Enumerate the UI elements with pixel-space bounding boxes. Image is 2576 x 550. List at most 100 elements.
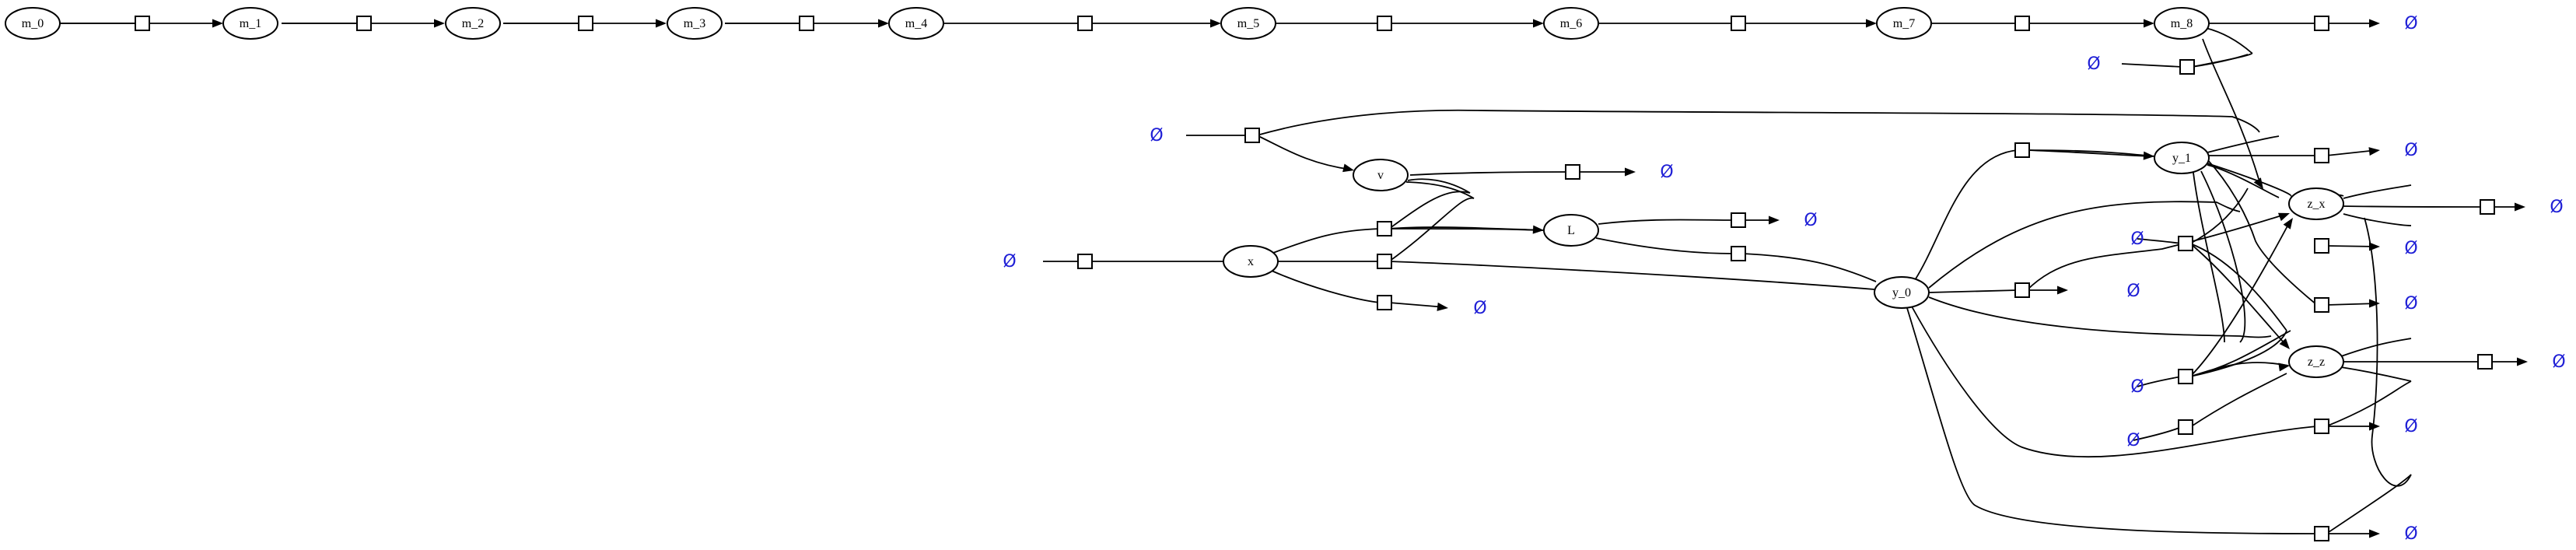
arrowhead (1437, 302, 1448, 311)
node-label: m_0 (22, 17, 44, 30)
arrowhead (2369, 19, 2380, 28)
node-m-7: m_7 (1876, 7, 1932, 40)
node-ellipse (2154, 142, 2210, 174)
edge (2189, 243, 2287, 331)
empty-set-symbol: Ø (1150, 126, 1163, 145)
edge (2026, 149, 2152, 157)
edge (2189, 373, 2287, 428)
node-m-2: m_2 (445, 7, 501, 40)
factor-box (2314, 148, 2329, 163)
edge (2326, 245, 2378, 247)
node-label: m_3 (684, 17, 705, 30)
edge (1388, 228, 1542, 231)
edge (2189, 187, 2249, 244)
factor-box (1731, 246, 1746, 261)
edge (1595, 237, 1734, 254)
edge (1906, 307, 2318, 534)
factor-box (2178, 419, 2193, 435)
node-m-4: m_4 (888, 7, 944, 40)
empty-set-symbol: Ø (2126, 282, 2140, 301)
node-ellipse (1220, 7, 1276, 40)
empty-set-symbol: Ø (1660, 163, 1673, 182)
empty-set-symbol: Ø (2404, 294, 2417, 314)
node-m-1: m_1 (222, 7, 278, 40)
factor-box (1244, 128, 1260, 143)
factor-box (799, 16, 814, 31)
factor-box (2014, 142, 2030, 158)
edge (1598, 219, 1734, 225)
factor-box (2178, 369, 2193, 384)
factor-box (1377, 221, 1392, 236)
factor-box (578, 16, 593, 31)
edge (1256, 109, 2260, 136)
node-label: y_0 (1892, 286, 1911, 300)
node-ellipse (2288, 187, 2344, 220)
arrowhead (2143, 151, 2154, 160)
arrowhead (212, 19, 223, 28)
node-z-x: z_x (2288, 187, 2344, 220)
factor-box (2314, 297, 2329, 313)
edge (1928, 289, 2018, 293)
edge (2340, 366, 2412, 382)
empty-set-symbol: Ø (2550, 198, 2563, 217)
node-label: m_2 (462, 17, 484, 30)
empty-set-symbol: Ø (2404, 417, 2417, 436)
arrowhead (2369, 529, 2380, 538)
arrowhead (2144, 19, 2154, 28)
arrowhead (2253, 177, 2263, 189)
node-ellipse (222, 7, 278, 40)
factor-box (1077, 16, 1093, 31)
edge (2202, 38, 2259, 180)
node-z-z: z_z (2288, 345, 2344, 378)
empty-set-symbol: Ø (2130, 377, 2144, 397)
node-m-0: m_0 (5, 7, 61, 40)
factor-box (1077, 254, 1093, 269)
node-label: m_4 (905, 17, 927, 30)
node-ellipse (1543, 7, 1599, 40)
arrowhead (2057, 286, 2068, 295)
arrowhead (1866, 19, 1877, 28)
edge (2189, 330, 2291, 377)
arrowhead (656, 19, 667, 28)
empty-set-symbol: Ø (2404, 239, 2417, 258)
node-label: x (1248, 255, 1254, 268)
arrowhead (1769, 215, 1780, 225)
empty-set-symbol: Ø (2130, 229, 2144, 249)
node-label: z_z (2308, 356, 2325, 369)
arrowhead (2368, 147, 2380, 156)
factor-box (2314, 238, 2329, 254)
arrowhead (2369, 299, 2380, 308)
node-label: m_7 (1893, 17, 1915, 30)
edge-layer (60, 19, 2528, 538)
edge (2207, 164, 2280, 198)
node-label: m_5 (1237, 17, 1259, 30)
arrowhead (2278, 363, 2290, 372)
node-label: v (1377, 169, 1384, 182)
node-label: z_x (2307, 198, 2325, 211)
edge (2200, 170, 2246, 343)
arrowhead (878, 19, 889, 28)
edge (1928, 201, 2241, 289)
arrowhead (2279, 338, 2290, 349)
factor-box (2014, 16, 2030, 31)
node-label: y_1 (2172, 152, 2191, 165)
edge (2343, 184, 2412, 199)
edge (2193, 172, 2225, 343)
factor-box (2014, 282, 2030, 298)
node-L: L (1543, 214, 1599, 247)
edge (1388, 181, 1475, 262)
node-label: m_8 (2171, 17, 2193, 30)
factor-box (1565, 164, 1580, 180)
edge (2191, 54, 2249, 68)
node-m-3: m_3 (667, 7, 723, 40)
node-ellipse (5, 7, 61, 40)
node-ellipse (1543, 214, 1599, 247)
empty-set-symbol: Ø (2404, 141, 2417, 160)
node-v: v (1353, 159, 1409, 191)
empty-set-symbol: Ø (1804, 211, 1817, 230)
factor-box (2314, 526, 2329, 541)
factor-box (2178, 236, 2193, 251)
node-label: L (1567, 224, 1575, 237)
